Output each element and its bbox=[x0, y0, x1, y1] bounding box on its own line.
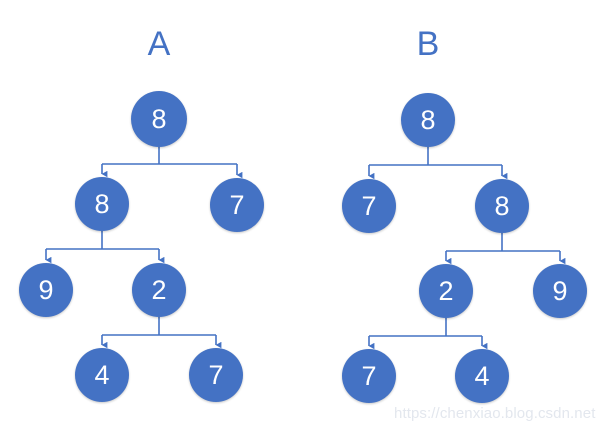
tree-label-b: B bbox=[416, 25, 440, 63]
tree-node-b-rlr[interactable]: 4 bbox=[455, 349, 509, 403]
tree-label-a: A bbox=[147, 25, 171, 63]
watermark-text: https://chenxiao.blog.csdn.net bbox=[394, 405, 596, 422]
tree-node-b-rl[interactable]: 2 bbox=[419, 264, 473, 318]
tree-node-a-root[interactable]: 8 bbox=[131, 91, 187, 147]
tree-node-b-rr[interactable]: 9 bbox=[533, 264, 587, 318]
tree-node-b-r[interactable]: 8 bbox=[475, 179, 529, 233]
tree-node-b-l[interactable]: 7 bbox=[342, 179, 396, 233]
tree-node-a-lrl[interactable]: 4 bbox=[75, 348, 129, 402]
tree-node-a-lr[interactable]: 2 bbox=[132, 263, 186, 317]
tree-node-a-lrr[interactable]: 7 bbox=[189, 348, 243, 402]
tree-node-a-l[interactable]: 8 bbox=[75, 177, 129, 231]
edge-layer bbox=[45, 147, 566, 350]
tree-node-b-root[interactable]: 8 bbox=[401, 93, 455, 147]
tree-node-a-ll[interactable]: 9 bbox=[19, 263, 73, 317]
tree-node-b-rll[interactable]: 7 bbox=[342, 349, 396, 403]
tree-node-a-r[interactable]: 7 bbox=[210, 178, 264, 232]
